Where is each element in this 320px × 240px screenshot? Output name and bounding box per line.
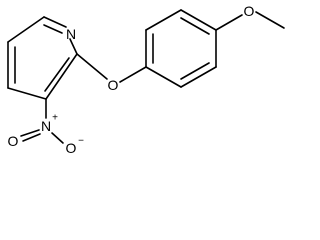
bond-ring-c2-c3-inner bbox=[44, 57, 70, 92]
bond-nitro-n-to-o-lower bbox=[51, 132, 64, 144]
bond-ring-c5-to-c6 bbox=[7, 16, 45, 43]
bond-nitro-n-to-o-left-2 bbox=[22, 133, 41, 142]
bond-methoxy-oxygen-to-methyl bbox=[255, 11, 285, 29]
pyridine-ring bbox=[7, 16, 78, 100]
bond-phenyl-3 bbox=[180, 9, 217, 31]
atom-label-nitro-nitrogen: N bbox=[41, 118, 51, 134]
bond-ring-n-to-c2 bbox=[69, 38, 78, 55]
bond-phenyl-5 bbox=[180, 66, 217, 88]
bond-c2-to-ether-oxygen bbox=[76, 53, 108, 80]
bond-phenyl-3-inner bbox=[180, 17, 210, 35]
charge-label-nitro-nitrogen: + bbox=[52, 113, 58, 124]
bond-ring-c3-to-c4 bbox=[7, 87, 47, 100]
atom-label-ether-oxygen: O bbox=[108, 77, 119, 93]
charge-label-nitro-oxygen-lower: − bbox=[78, 136, 84, 147]
phenyl-ring bbox=[145, 9, 217, 88]
bond-phenyl-to-methoxy-oxygen bbox=[215, 14, 243, 31]
atom-label-pyridine-nitrogen: N bbox=[66, 26, 76, 42]
atom-label-nitro-oxygen-left: O bbox=[8, 133, 19, 149]
bond-nitro-n-to-o-left-1 bbox=[20, 129, 40, 137]
atom-label-nitro-oxygen-lower: O bbox=[66, 140, 77, 156]
bond-phenyl-2 bbox=[145, 9, 182, 31]
bond-ether-oxygen-to-phenyl bbox=[119, 66, 147, 83]
atom-label-methoxy-oxygen: O bbox=[244, 3, 255, 19]
structure-canvas: N O O N + O O − bbox=[7, 3, 285, 156]
bond-ring-c6-n-inner bbox=[43, 24, 63, 34]
bond-phenyl-6 bbox=[145, 66, 182, 88]
bond-ring-c2-to-c3 bbox=[45, 53, 78, 100]
bond-ring-c6-to-n bbox=[43, 16, 67, 28]
chemical-structure-diagram: N O O N + O O − bbox=[7, 3, 285, 156]
bond-phenyl-5-inner bbox=[180, 62, 210, 80]
